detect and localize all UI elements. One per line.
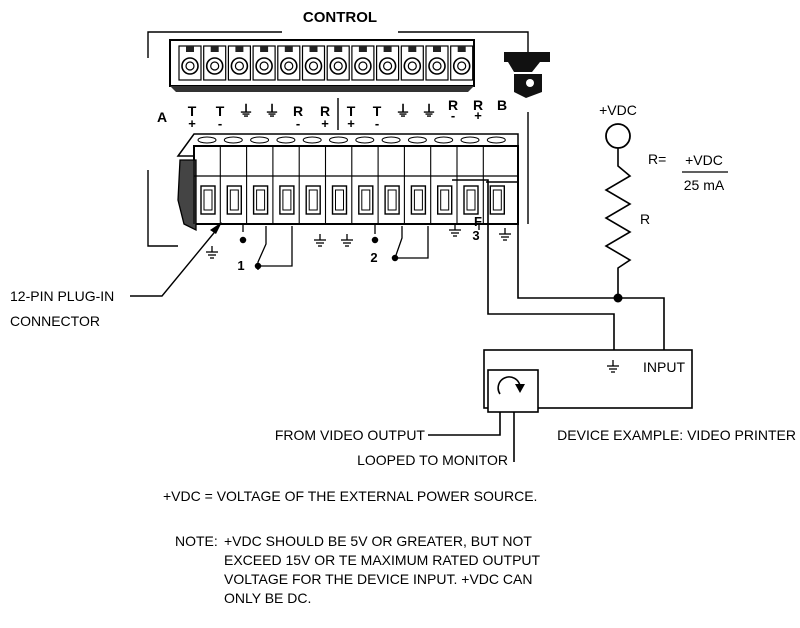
video-line2: LOOPED TO MONITOR <box>357 452 508 468</box>
ground-symbol-icon <box>205 223 512 259</box>
switch-contact-icon <box>239 224 480 270</box>
note-line-3: VOLTAGE FOR THE DEVICE INPUT. +VDC CAN <box>224 571 533 587</box>
signal-wires <box>452 179 665 350</box>
terminal-polarity: - <box>375 116 379 131</box>
plug-in-connector <box>176 133 519 232</box>
upper-screw <box>452 57 471 75</box>
formula-numerator: +VDC <box>685 152 723 168</box>
terminal-label-f: F <box>474 214 482 229</box>
upper-screw <box>181 57 199 75</box>
device-input-label: INPUT <box>643 359 685 375</box>
upper-screw <box>304 57 323 75</box>
terminal-label: R <box>473 97 483 113</box>
upper-screw <box>205 57 224 75</box>
device-caption: DEVICE EXAMPLE: VIDEO PRINTER <box>557 427 796 443</box>
vdc-terminal <box>605 123 631 149</box>
control-title: CONTROL <box>303 9 377 26</box>
resistor-icon <box>604 148 632 298</box>
video-line1: FROM VIDEO OUTPUT <box>275 427 426 443</box>
terminal-label: R <box>448 97 458 113</box>
terminal-label: T <box>216 103 225 119</box>
terminal-label: T <box>373 103 382 119</box>
video-loop-wires <box>428 412 515 462</box>
connector-callout <box>130 222 222 297</box>
upper-screw <box>230 57 249 75</box>
terminal-label: T <box>347 103 356 119</box>
rotate-arrow-icon <box>497 376 525 395</box>
note-prefix: NOTE: <box>175 533 218 549</box>
terminal-label: B <box>497 97 507 113</box>
panel-frame <box>147 31 529 247</box>
upper-screws <box>178 45 474 81</box>
upper-screw <box>354 57 372 75</box>
upper-screw <box>378 57 397 75</box>
switch-label-1: 1 <box>237 258 244 273</box>
terminal-polarity: + <box>347 116 355 131</box>
terminal-polarity: - <box>218 116 222 131</box>
terminal-label: ⏚ <box>395 103 410 120</box>
note-line-2: EXCEED 15V OR TE MAXIMUM RATED OUTPUT <box>224 552 541 568</box>
terminal-label: ⏚ <box>238 103 253 120</box>
upper-screw <box>403 57 422 75</box>
vdc-label: +VDC <box>599 102 637 118</box>
formula-denominator: 25 mA <box>684 177 725 193</box>
resistor-label: R <box>640 211 650 227</box>
terminal-label: T <box>188 103 197 119</box>
note-line-1: +VDC SHOULD BE 5V OR GREATER, BUT NOT <box>224 533 532 549</box>
terminal-label: ⏚ <box>264 103 279 120</box>
switch-label-3: 3 <box>472 228 479 243</box>
terminal-polarity: + <box>321 116 329 131</box>
switch-label-2: 2 <box>370 250 377 265</box>
vdc-definition: +VDC = VOLTAGE OF THE EXTERNAL POWER SOU… <box>163 488 538 504</box>
terminal-label: R <box>320 103 330 119</box>
junction-node <box>613 293 623 303</box>
device-box <box>483 349 693 413</box>
connector-label-line2: CONNECTOR <box>10 313 100 329</box>
terminal-polarity: - <box>296 116 300 131</box>
upper-screw <box>279 57 298 75</box>
formula-lhs: R= <box>648 151 666 167</box>
connector-pins <box>193 136 506 224</box>
terminal-label: ⏚ <box>421 103 436 120</box>
terminal-polarity: + <box>474 108 482 123</box>
upper-screw <box>329 57 348 75</box>
upper-screw <box>428 57 446 75</box>
upper-screw <box>255 57 273 75</box>
terminal-polarity: - <box>451 108 455 123</box>
note-line-4: ONLY BE DC. <box>224 590 312 606</box>
connector-label-line1: 12-PIN PLUG-IN <box>10 288 114 304</box>
control-terminal-block <box>169 39 475 92</box>
terminal-label: A <box>157 109 167 125</box>
terminal-polarity: + <box>188 116 196 131</box>
camera-icon <box>504 52 550 98</box>
terminal-label: R <box>293 103 303 119</box>
